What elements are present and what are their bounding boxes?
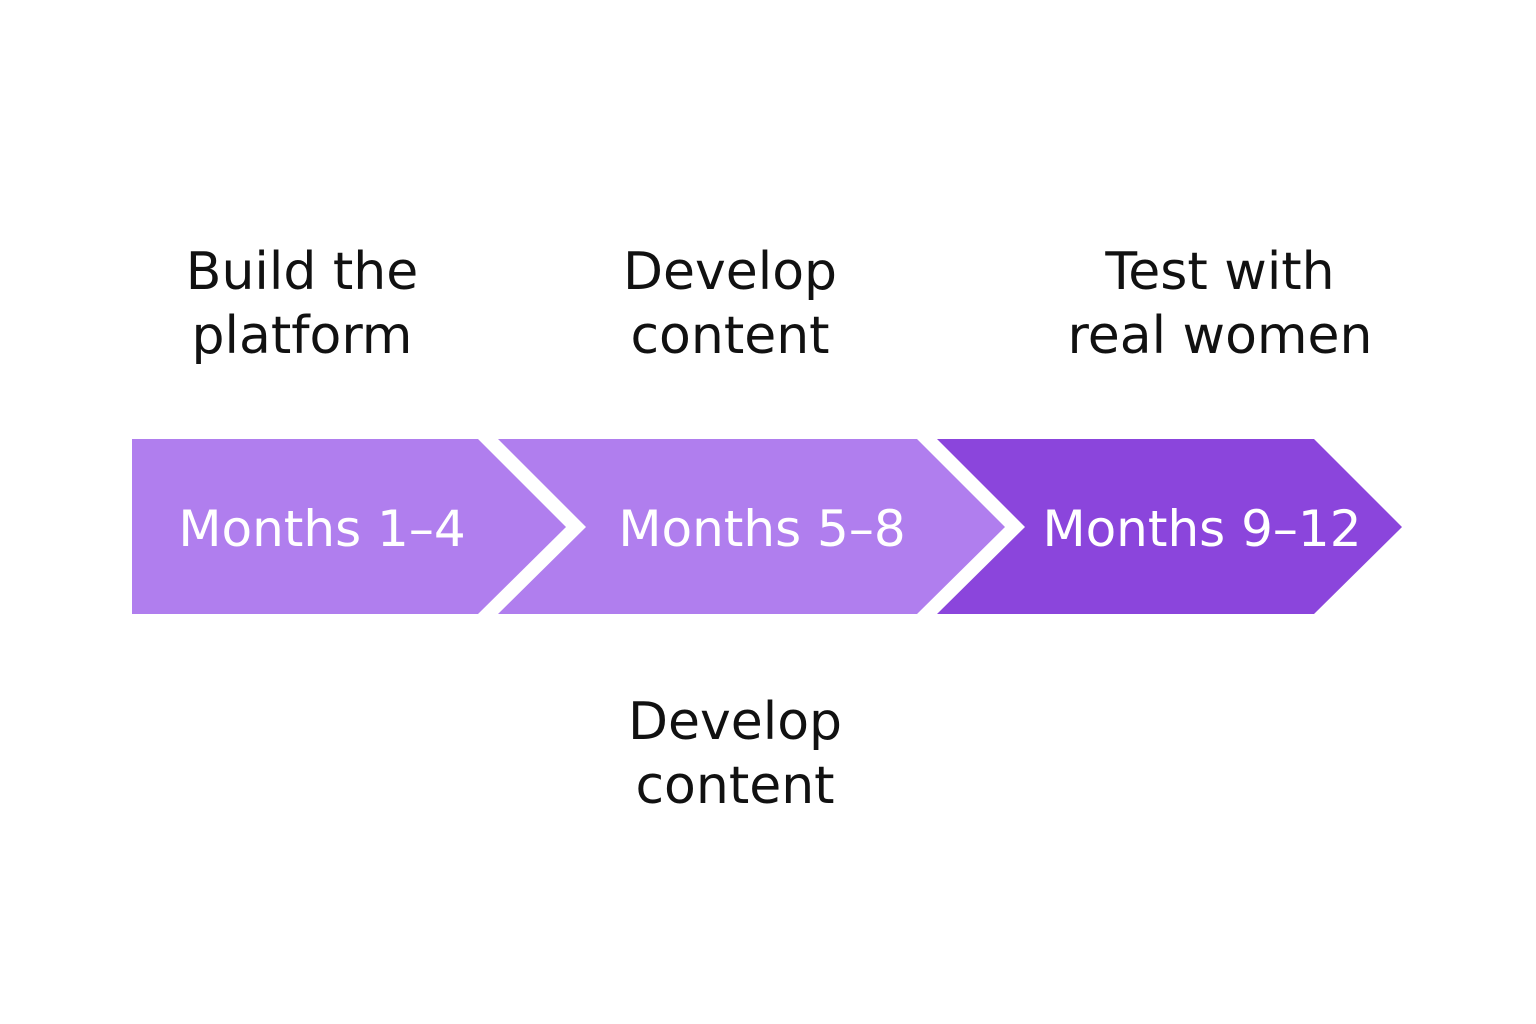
lower-note-label: Develop content — [585, 690, 885, 818]
phase-3-period-label: Months 9–12 — [1042, 500, 1361, 558]
lower-note-line-1: Develop — [627, 692, 843, 752]
phase-2-task-line-1: Develop — [622, 242, 838, 302]
phase-1-arrow — [132, 439, 566, 614]
phase-1-task-label: Build the platform — [152, 240, 452, 368]
phase-1-period-label: Months 1–4 — [178, 500, 465, 558]
phase-3-task-line-1: Test with — [1105, 242, 1335, 302]
phase-2-task-line-2: content — [630, 306, 830, 366]
phase-2-period-label: Months 5–8 — [618, 500, 905, 558]
phase-1-task-line-2: platform — [191, 306, 413, 366]
phase-3-arrow — [937, 439, 1402, 614]
phase-3-task-label: Test with real women — [1040, 240, 1400, 368]
phase-2-arrow — [498, 439, 1005, 614]
lower-note-line-2: content — [635, 756, 835, 816]
phase-1-task-line-1: Build the — [185, 242, 419, 302]
phase-2-task-label: Develop content — [580, 240, 880, 368]
phase-3-task-line-2: real women — [1067, 306, 1373, 366]
